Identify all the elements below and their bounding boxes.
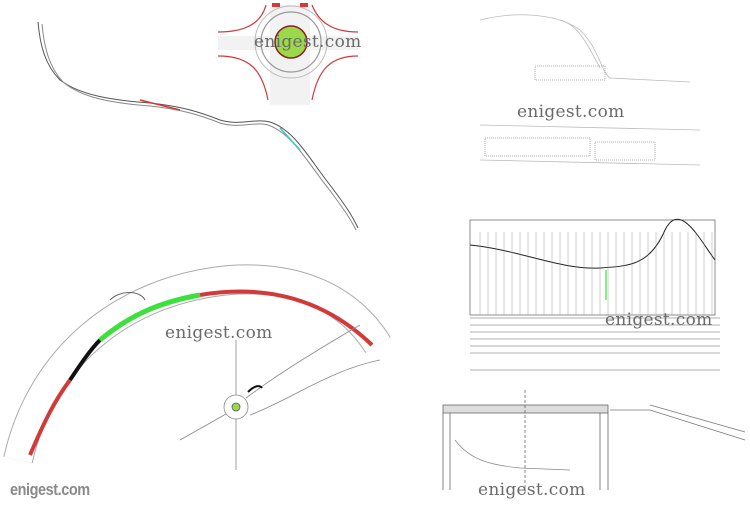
- parking-plan: [479, 14, 701, 166]
- watermark-road-plan: enigest.com: [165, 323, 273, 343]
- watermark-profile: enigest.com: [605, 310, 713, 330]
- alignment-plan: [37, 21, 359, 231]
- roundabout-junction: [179, 324, 381, 470]
- longitudinal-profile: [469, 218, 720, 371]
- watermark-parking-plan: enigest.com: [517, 102, 625, 122]
- enigest-logo: enigest.com: [10, 480, 90, 499]
- roundabout-plan: [217, 3, 359, 105]
- road-plan: [3, 264, 391, 464]
- watermark-roundabout: enigest.com: [254, 32, 362, 52]
- watermark-cross-section: enigest.com: [478, 480, 586, 500]
- cross-section: [442, 390, 746, 495]
